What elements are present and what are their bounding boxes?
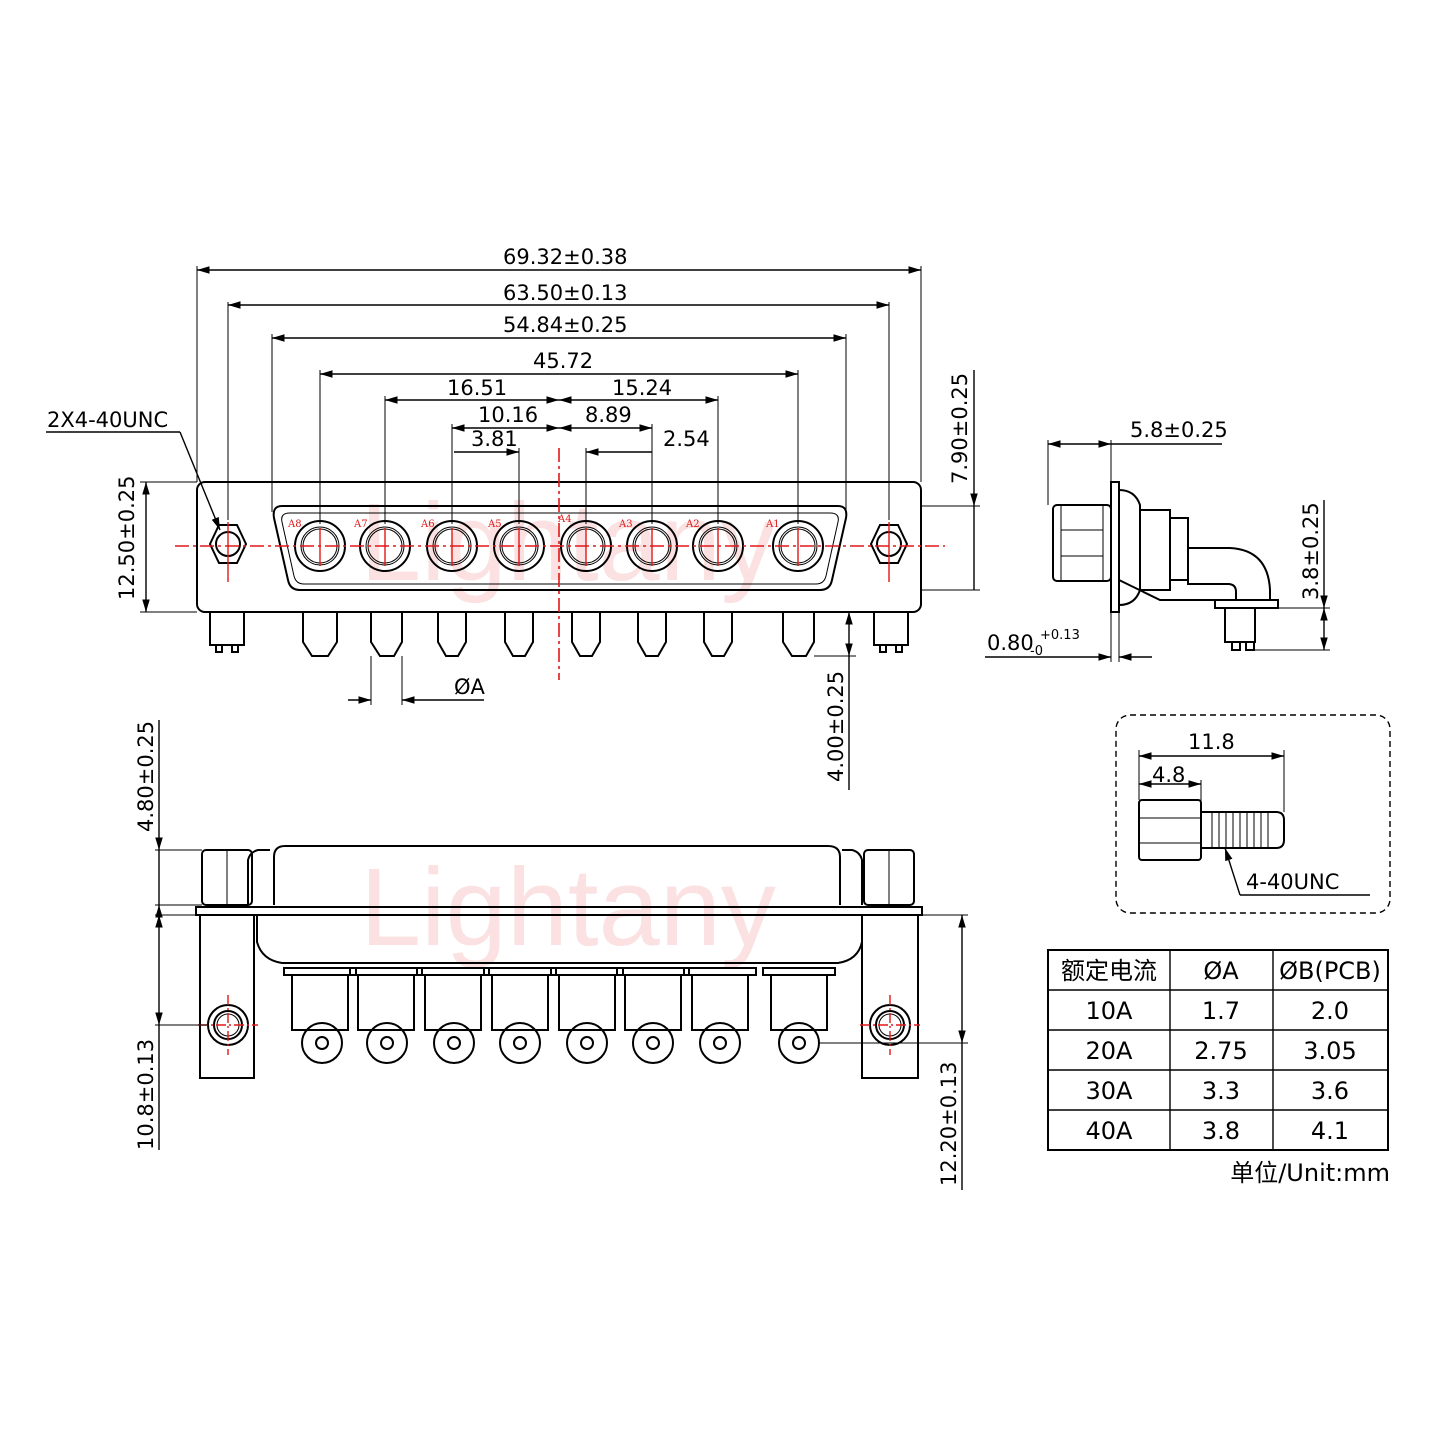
screw-hex: [1138, 799, 1202, 861]
table-cell: 3.6: [1311, 1077, 1349, 1105]
dim-right-offset-c: 2.54: [663, 427, 710, 451]
front-horizontal-dims: 69.32±0.38 63.50±0.13 54.84±0.25 45.72 1…: [196, 245, 922, 524]
table-cell: 3.05: [1303, 1037, 1356, 1065]
side-view: 5.8±0.25 3.8±0.25 0.80 +0.13 -0: [985, 418, 1330, 662]
pin-label: A4: [557, 514, 572, 525]
side-hex-block: [1052, 504, 1112, 582]
screw-thread: [1201, 811, 1285, 849]
table-cell: 10A: [1086, 997, 1134, 1025]
dim-left-offset-c: 3.81: [471, 427, 518, 451]
table-cell: 20A: [1086, 1037, 1134, 1065]
table-cell: 3.3: [1202, 1077, 1240, 1105]
dim-flange-tol-upper: +0.13: [1040, 628, 1080, 643]
bottom-right-bracket: [861, 914, 919, 1079]
dim-overall-width: 69.32±0.38: [503, 245, 627, 269]
side-board-bracket: [1214, 599, 1279, 609]
dim-body-height: 12.50±0.25: [115, 476, 139, 600]
side-flange-plate: [1110, 481, 1120, 613]
table-cell: 3.8: [1202, 1117, 1240, 1145]
dim-screw-total-length: 11.8: [1188, 730, 1235, 754]
table-cell: 1.7: [1202, 997, 1240, 1025]
dim-hex-height: 4.80±0.25: [134, 721, 158, 832]
pin-label: A6: [420, 519, 435, 530]
dim-outer-contact-pitch: 45.72: [533, 349, 593, 373]
dim-left-offset-b: 10.16: [478, 403, 538, 427]
dim-pin-length: 4.00±0.25: [824, 671, 848, 782]
bottom-mount-holes: [198, 995, 920, 1055]
pin-labels: A8 A7 A6 A5 A4 A3 A2 A1: [287, 514, 780, 530]
table-cell: 40A: [1086, 1117, 1134, 1145]
dim-flange-tol-lower: -0: [1030, 644, 1043, 659]
bottom-d-shell-top: [273, 845, 841, 905]
pin-label: A3: [618, 519, 633, 530]
dim-mount-hole-pitch: 63.50±0.13: [503, 281, 627, 305]
table-cell: 2.0: [1311, 997, 1349, 1025]
pin-label: A1: [765, 519, 780, 530]
dim-left-offset-a: 16.51: [447, 376, 507, 400]
bottom-pins: [283, 967, 836, 1064]
dim-left-hole-offset: 10.8±0.13: [134, 1039, 158, 1150]
table-cell: 30A: [1086, 1077, 1134, 1105]
dim-shell-height: 7.90±0.25: [948, 373, 972, 484]
side-elbow-pin: [1187, 547, 1271, 601]
front-view: A8 A7 A6 A5 A4 A3 A2 A1: [46, 245, 980, 790]
front-pins: [209, 612, 909, 657]
dim-right-offset-b: 8.89: [585, 403, 632, 427]
dim-shell-width: 54.84±0.25: [503, 313, 627, 337]
screw-detail: 11.8 4.8 4-40UNC: [1115, 714, 1391, 914]
unit-note: 单位/Unit:mm: [1230, 1159, 1390, 1187]
table-cell: 2.75: [1194, 1037, 1247, 1065]
pin-label: A7: [353, 519, 368, 530]
dim-screw-hex-length: 4.8: [1152, 763, 1185, 787]
dim-flange-depth: 5.8±0.25: [1130, 418, 1228, 442]
table-header-pcb-hole: ØB(PCB): [1279, 957, 1381, 985]
pin-label: A2: [685, 519, 700, 530]
bottom-insulator: [256, 915, 863, 964]
dim-screw-thread: 4-40UNC: [1246, 870, 1339, 894]
side-shell: [1118, 489, 1141, 606]
pin-label: A8: [287, 519, 302, 530]
bottom-left-bracket: [199, 914, 255, 1079]
dim-right-hole-offset: 12.20±0.13: [937, 1062, 961, 1186]
current-spec-table: 额定电流 ØA ØB(PCB) 10A 1.7 2.0 20A 2.75 3.0…: [1047, 949, 1390, 1187]
bottom-view: 4.80±0.25 10.8±0.13 12.20±0.13: [134, 720, 968, 1190]
dim-thread: 2X4-40UNC: [47, 408, 168, 432]
front-vertical-dims: 12.50±0.25 7.90±0.25 4.00±0.25 ØA: [115, 370, 980, 790]
table-header-pin-diameter: ØA: [1203, 957, 1239, 985]
dim-pin-diameter: ØA: [454, 675, 486, 699]
table-cell: 4.1: [1311, 1117, 1349, 1145]
pin-label: A5: [487, 519, 502, 530]
thread-callout: 2X4-40UNC: [46, 408, 221, 531]
bottom-flange: [195, 906, 923, 916]
dim-right-offset-a: 15.24: [612, 376, 672, 400]
dim-board-height: 3.8±0.25: [1299, 502, 1323, 600]
dim-flange-thickness: 0.80: [987, 631, 1034, 655]
watermark-front: Lightany: [360, 481, 776, 604]
table-header-current: 额定电流: [1061, 957, 1157, 985]
